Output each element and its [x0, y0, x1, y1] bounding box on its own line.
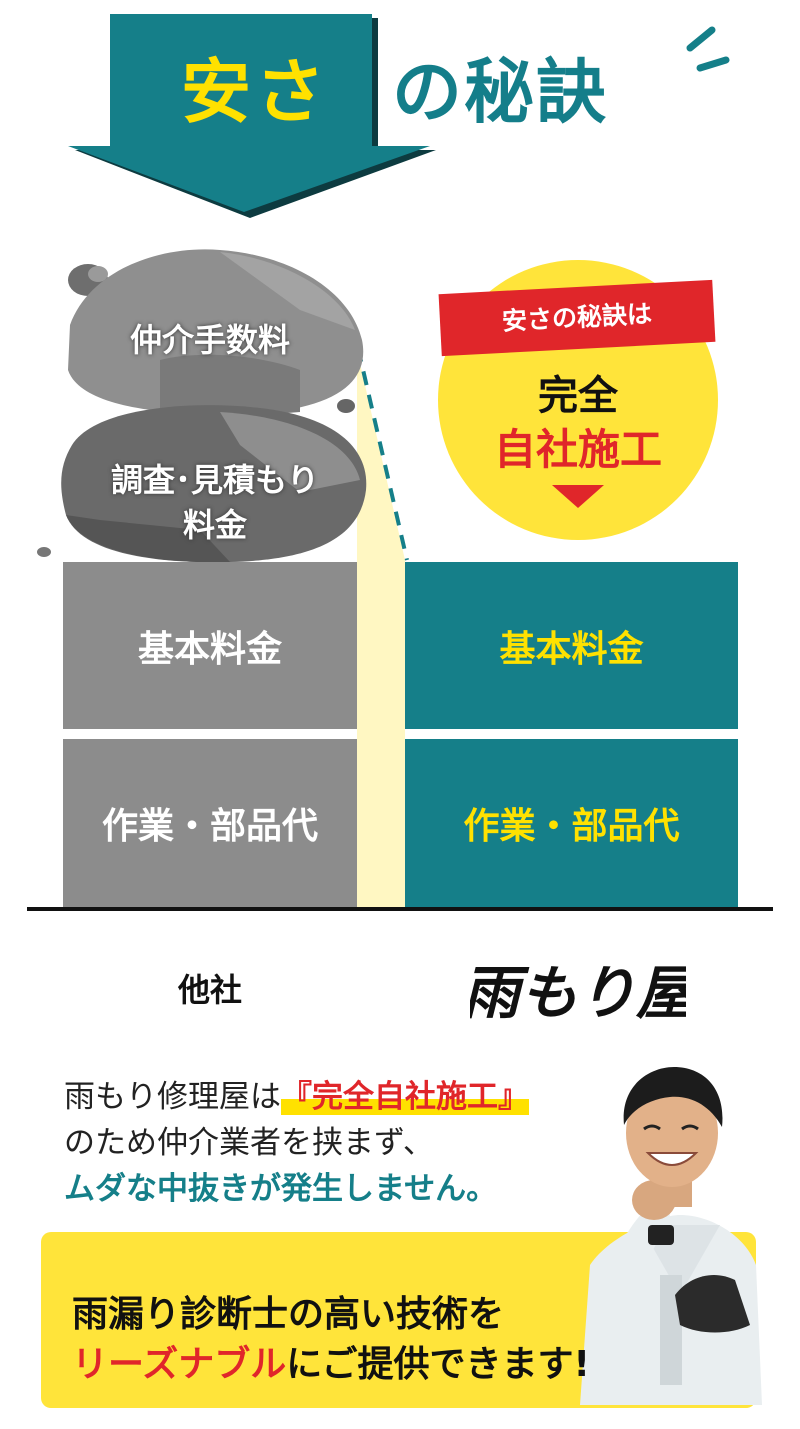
bubble-line-1: 完全: [538, 373, 618, 419]
others-label: 他社: [177, 971, 242, 1009]
watch-icon: [648, 1225, 674, 1245]
others-basic-fee-block: 基本料金: [63, 562, 357, 729]
ours-work-fee-block: 作業・部品代: [405, 739, 738, 907]
amamoriya-logo: 雨もり屋: [470, 959, 686, 1025]
accent-mark: [686, 26, 716, 52]
description-line-2: のため仲介業者を挟まず、: [64, 1125, 434, 1161]
cta-line-1: 雨漏り診断士の高い技術を: [72, 1294, 505, 1335]
header-title-key: 安さ: [181, 51, 329, 133]
staff-photo: [580, 1067, 762, 1405]
cta-line-2: リーズナブルにご提供できます!: [72, 1344, 590, 1385]
triangle-down-icon: [552, 485, 604, 508]
rock-label-survey-fee-2: 料金: [182, 506, 247, 544]
bubble-line-2: 自社施工: [493, 425, 662, 474]
description-line-3: ムダな中抜きが発生しません。: [64, 1171, 498, 1207]
header-title-rest: の秘訣: [392, 51, 608, 133]
cta-reasonable: リーズナブル: [72, 1344, 287, 1385]
baseline: [27, 907, 773, 911]
savings-dashed-line: [356, 347, 409, 561]
header-arrow-banner: [68, 14, 730, 218]
description-line-1: 雨もり修理屋は『完全自社施工』: [64, 1079, 529, 1115]
others-work-fee-block: 作業・部品代: [63, 739, 357, 907]
svg-text:雨もり屋: 雨もり屋: [470, 959, 686, 1025]
rock-label-survey-fee-1: 調査･見積もり: [110, 461, 319, 499]
highlight-self-construction: 『完全自社施工』: [281, 1079, 529, 1115]
pebble: [337, 399, 355, 413]
comparison-graphic: [37, 249, 409, 907]
savings-zone: [357, 350, 405, 907]
ours-basic-fee-block: 基本料金: [405, 562, 738, 729]
pebble: [37, 547, 51, 557]
rock-label-commission: 仲介手数料: [129, 321, 290, 359]
